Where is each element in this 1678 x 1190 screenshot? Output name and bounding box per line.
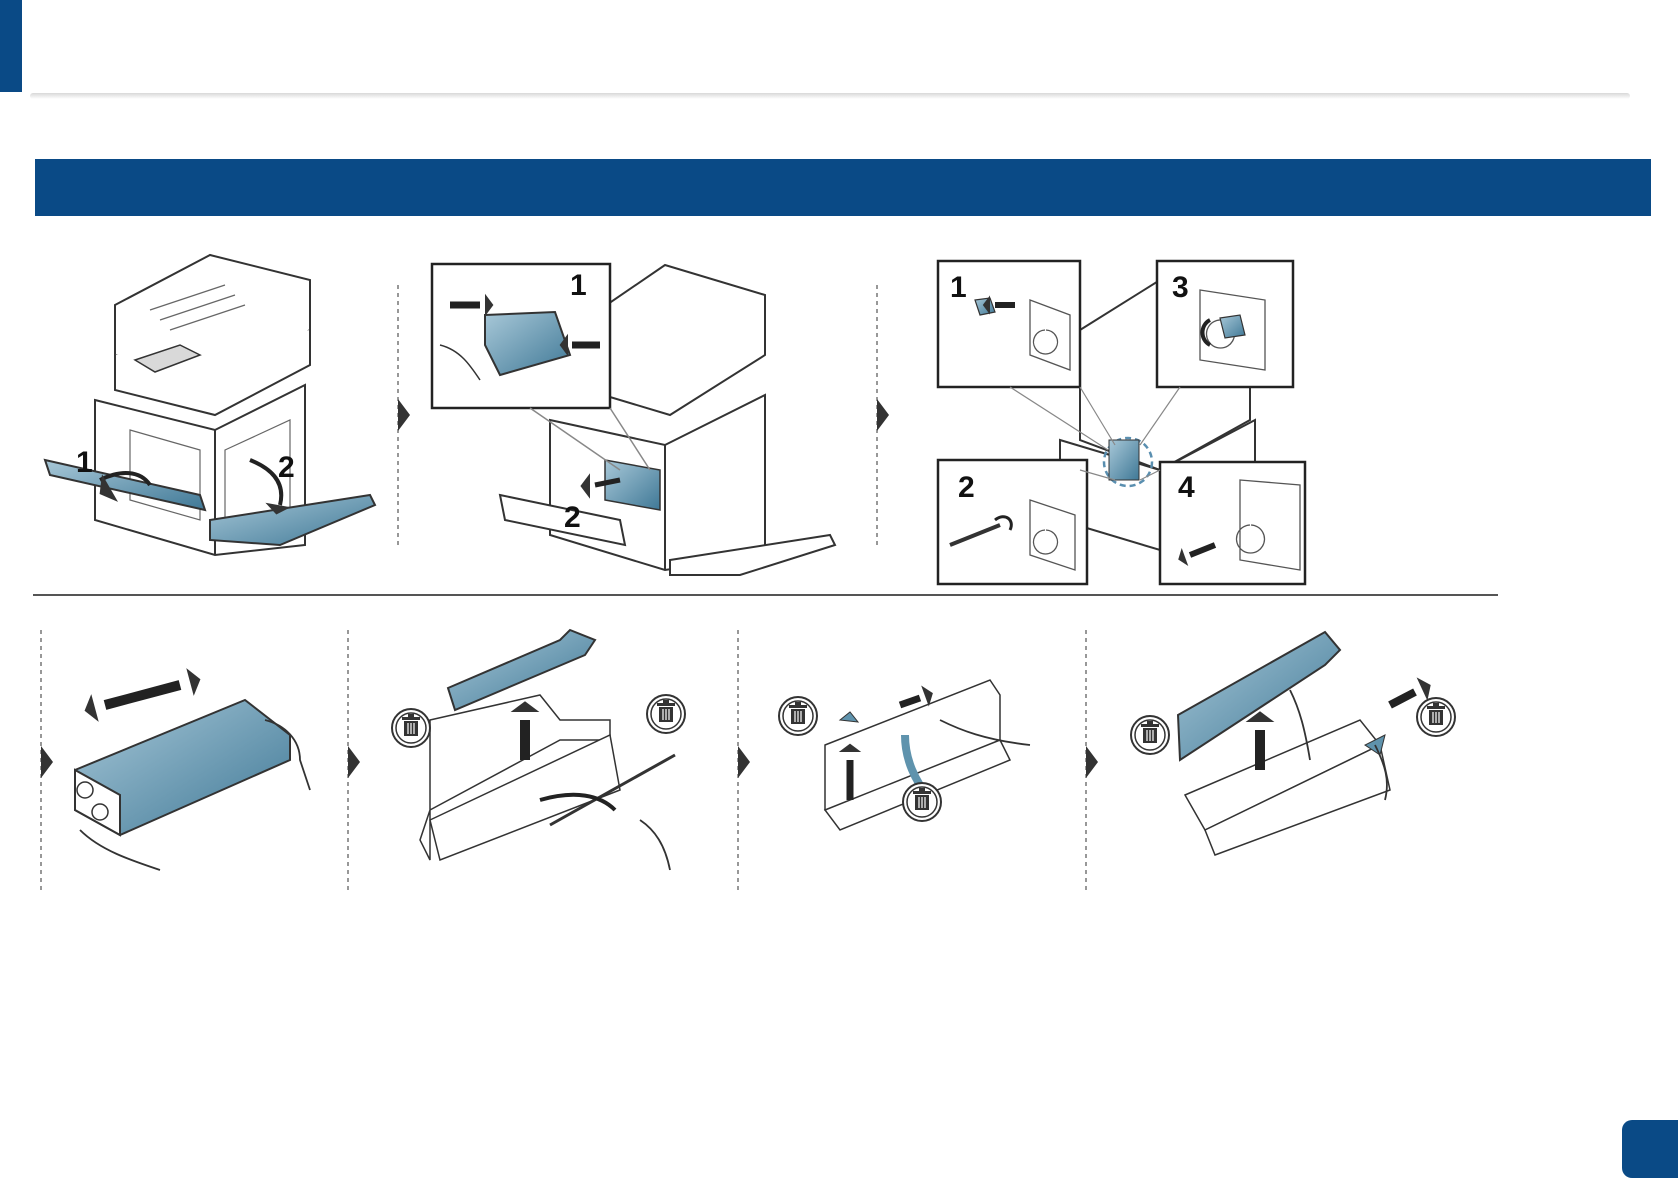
step-panel-open-doors: 1 2 — [45, 255, 375, 555]
trash-icon — [1131, 716, 1169, 754]
step-panel-remove-tape — [779, 680, 1030, 830]
step-panel-remove-container: 1 2 — [432, 264, 835, 575]
step-label-4: 4 — [1178, 471, 1195, 504]
trash-icon — [903, 783, 941, 821]
step-panel-shake-cartridge — [75, 665, 310, 870]
step-label-1: 1 — [570, 269, 587, 302]
page-number-badge — [1622, 1120, 1678, 1178]
row-divider — [33, 594, 1498, 596]
step-label-2: 2 — [958, 471, 975, 504]
step-label-3: 3 — [1172, 271, 1189, 304]
step-panel-unlock-unit: 1 3 2 4 — [938, 261, 1305, 584]
step-label-1: 1 — [950, 271, 967, 304]
step-panel-remove-cover — [392, 630, 685, 870]
step-label-1: 1 — [76, 446, 93, 479]
trash-icon — [779, 697, 817, 735]
trash-icon — [392, 709, 430, 747]
trash-icon — [1417, 698, 1455, 736]
step-label-2: 2 — [564, 501, 581, 534]
step-panel-remove-sheet — [1131, 632, 1455, 855]
step-label-2: 2 — [278, 451, 295, 484]
trash-icon — [647, 695, 685, 733]
